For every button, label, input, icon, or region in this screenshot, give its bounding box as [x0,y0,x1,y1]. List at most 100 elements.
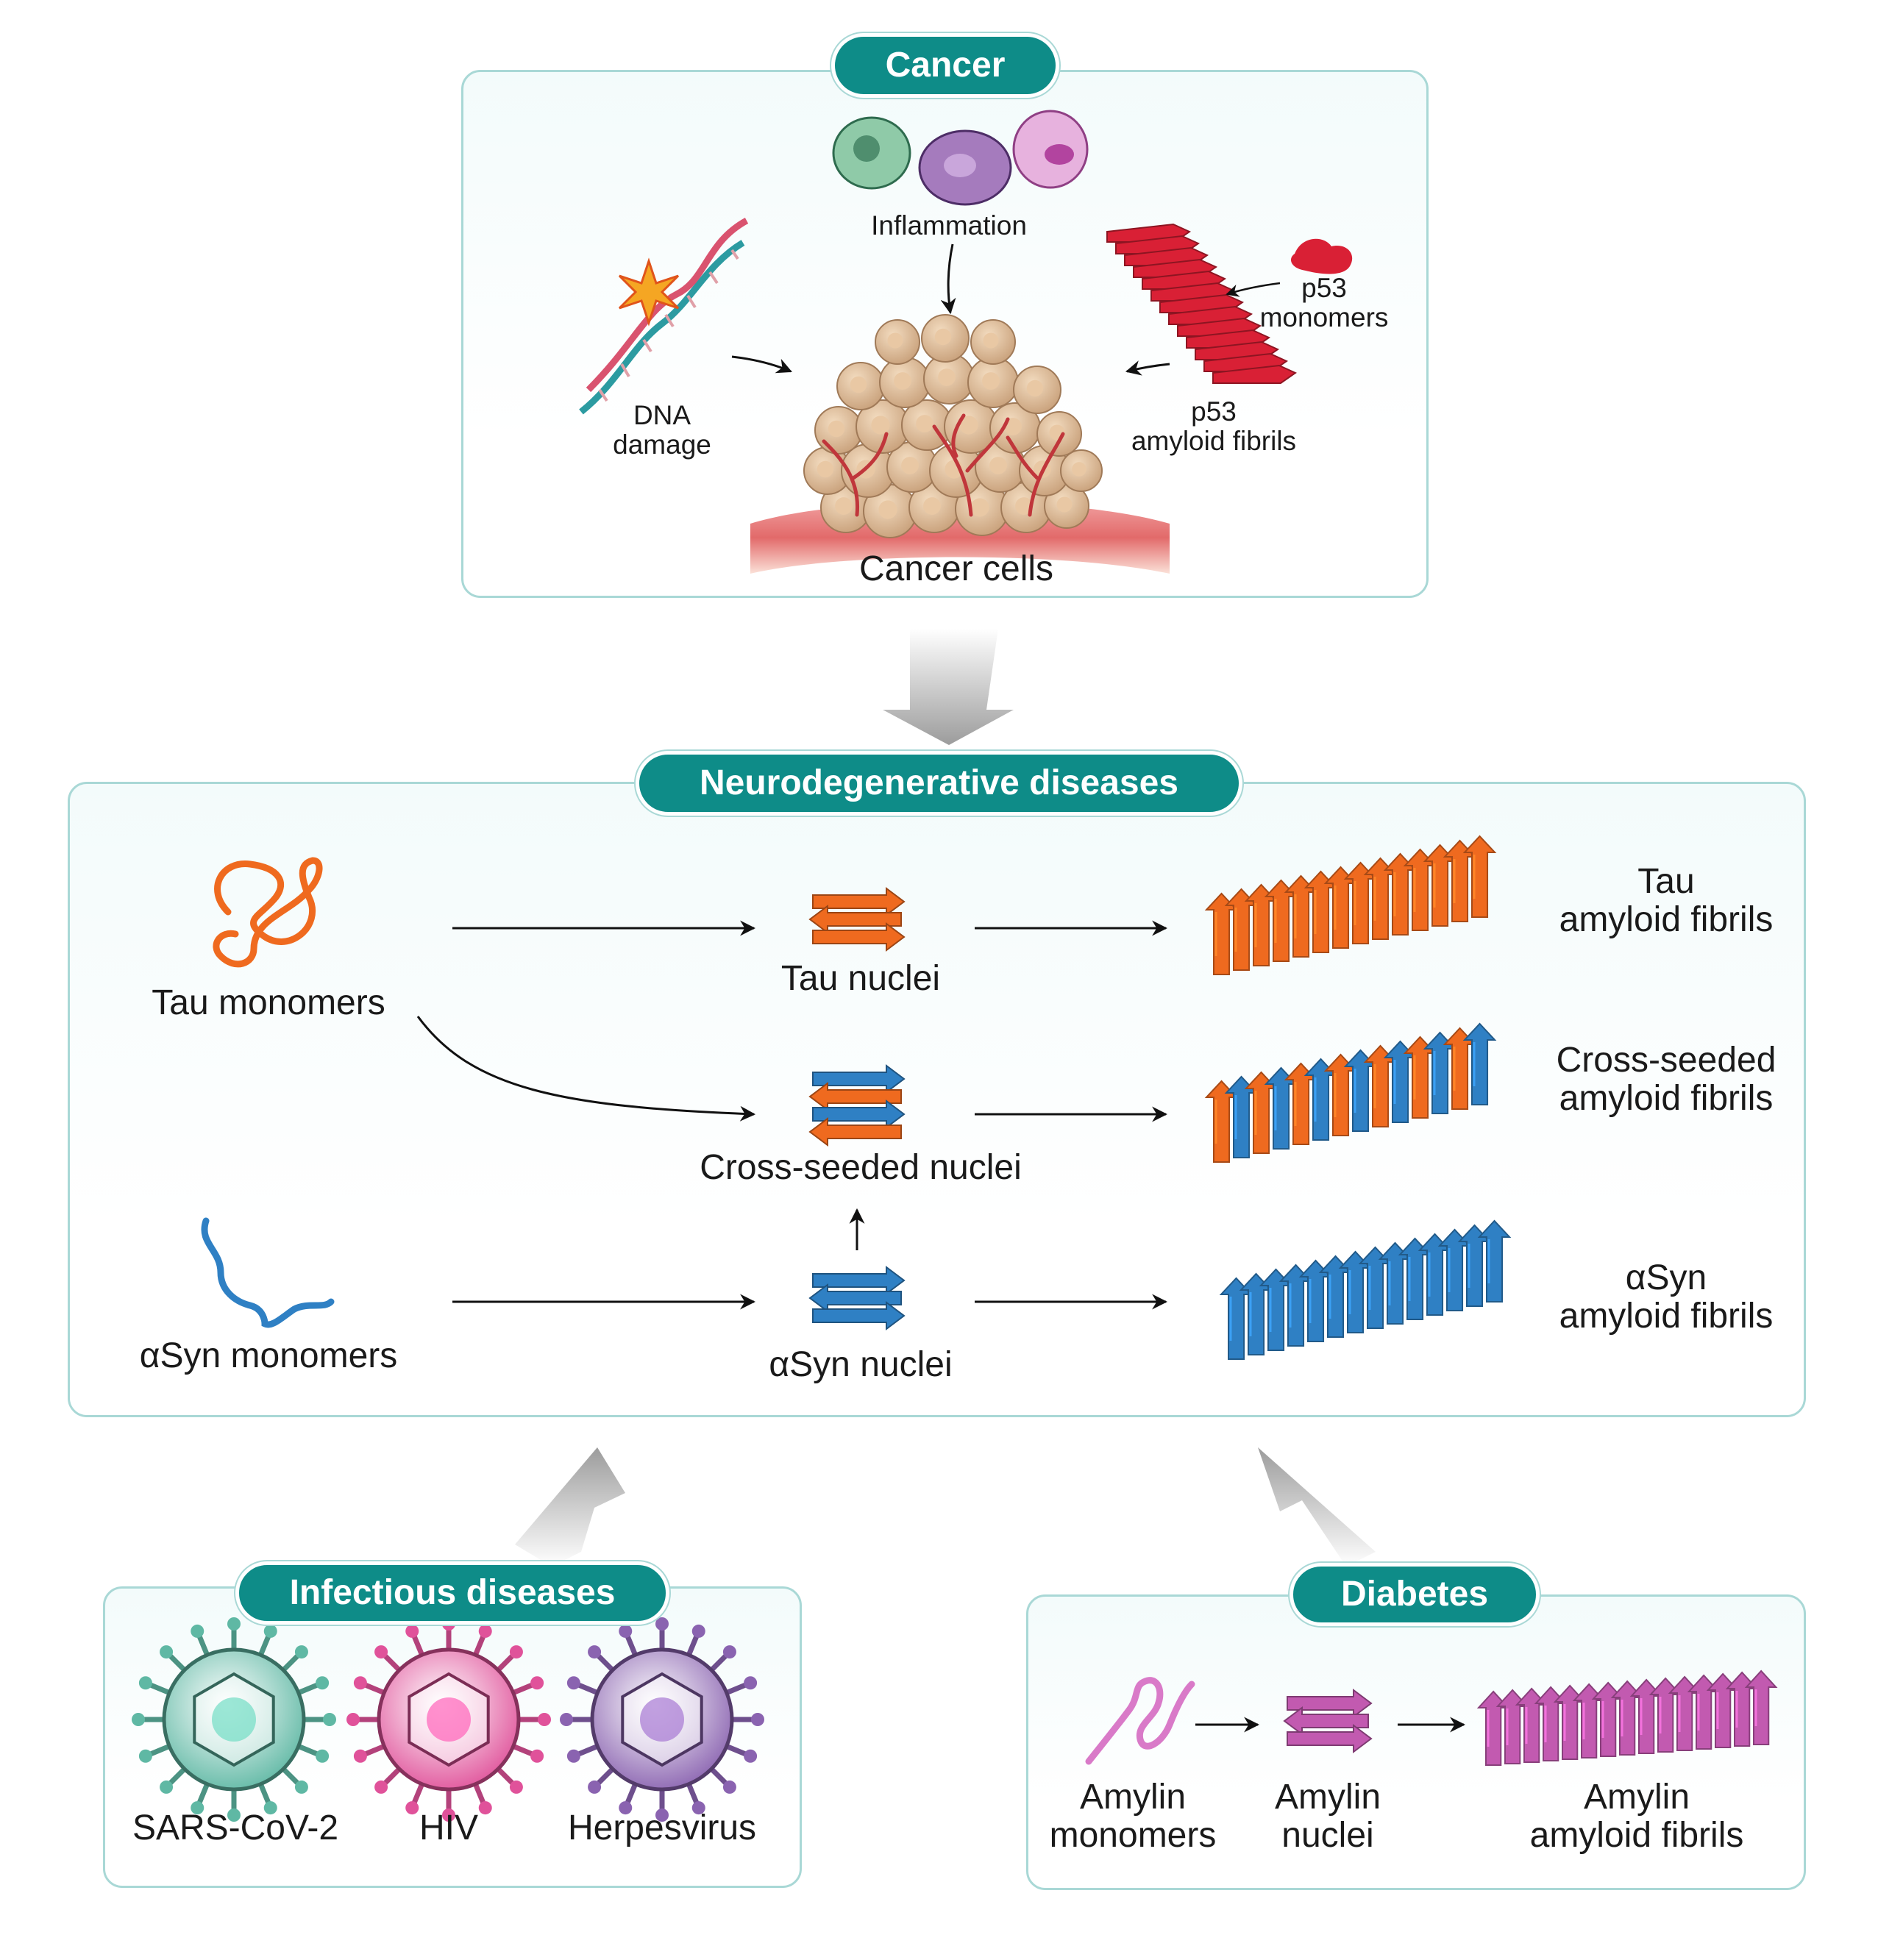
tumor-cell-nucleus [970,498,989,517]
tumor-cell-nucleus [878,500,897,519]
p53-monomers-line-2: monomers [1259,302,1389,332]
tumor-cell-nucleus [959,416,978,435]
fibril-strand [1629,1678,1663,1754]
tumor-cell-nucleus [916,415,933,432]
amylin-nuclei-label: Amylin nuclei [1243,1778,1412,1855]
tumor-cell-nucleus [989,457,1007,474]
virus-spike-tip [442,1808,455,1822]
amylin-fibrils-label: Amylin amyloid fibrils [1493,1778,1780,1855]
virus-spike-tip [374,1645,388,1659]
virus-spike-tip [323,1713,336,1726]
tumor-cell-nucleus [871,416,890,435]
inflammation-cells-icon [832,110,1089,206]
tumor-cell-nucleus [982,372,1000,390]
virus-spike-tip [353,1676,367,1690]
cross-fibrils-line-2: amyloid fibrils [1559,1078,1774,1118]
virus-spike-tip [294,1780,308,1794]
virus-spike-tip [138,1676,152,1690]
asyn-fibrils-line-1: αSyn [1625,1258,1707,1297]
infectious-title: Infectious diseases [289,1573,616,1612]
cross-nuclei-label: Cross-seeded nuclei [700,1148,1022,1187]
p53-fibrils-label: p53 amyloid fibrils [1103,397,1324,456]
fibril-strand [1668,1675,1701,1751]
virus-spike-tip [538,1713,551,1726]
virus-spike-tip [478,1624,492,1638]
virus-spike-tip [509,1645,523,1659]
tau-fibrils-line-2: amyloid fibrils [1559,899,1774,939]
diabetes-badge: Diabetes [1290,1563,1540,1626]
virus-spike-tip [263,1624,277,1638]
virus-spike-tip [405,1624,419,1638]
dna-helix-icon [579,218,749,415]
virus-spike-tip [566,1676,580,1690]
virus-spike-tip [405,1801,419,1815]
virus-spike-tip [691,1624,705,1638]
fibril-strand [1462,1022,1497,1105]
fibril-strand [1725,1671,1759,1747]
tau-nucleus-icon [808,887,906,952]
inflammation-label: Inflammation [871,210,1027,240]
fibril-strand [1610,1680,1644,1756]
tumor-cell-nucleus [901,457,919,474]
p53-fibrils-line-2: amyloid fibrils [1131,425,1297,456]
sars-cov-2-virus-icon [132,1617,336,1822]
asyn-nuclei-label: αSyn nuclei [769,1345,953,1384]
cancer-title: Cancer [885,46,1006,85]
virus-label-sars: SARS-CoV-2 [132,1808,339,1847]
virus-spike-tip [227,1617,241,1631]
virus-spike-tip [509,1780,523,1794]
virus-core [212,1697,256,1742]
virus-spike-tip [316,1749,330,1763]
cross-seeded-nucleus-icon [808,1064,906,1147]
p53-monomers-label: p53 monomers [1236,274,1412,332]
fibril-strand [1648,1677,1682,1753]
virus-spike-tip [160,1645,174,1659]
tumor-cell-nucleus [934,328,952,346]
tumor-cell-nucleus [828,420,845,438]
neuro-badge: Neurodegenerative diseases [636,751,1242,816]
fibril-strand [1476,1690,1510,1766]
flow-arrow-cancer-to-neuro [883,629,1014,745]
fibril-strand [1572,1683,1606,1758]
tumor-cell-nucleus [983,332,999,349]
amylin-nuclei-line-2: nuclei [1281,1815,1374,1855]
amylin-fibril-icon [1476,1669,1778,1766]
neuro-title: Neurodegenerative diseases [700,763,1178,802]
virus-spike-tip [353,1749,367,1763]
nucleus-strand [812,922,906,952]
fibril-strand [1462,835,1497,918]
asyn-monomer-icon [201,1217,335,1328]
amylin-monomers-line-1: Amylin [1079,1778,1187,1817]
herpesvirus-icon [560,1617,764,1822]
asyn-nucleus-icon [808,1266,906,1330]
virus-spike-tip [346,1713,360,1726]
fibril-strand [1477,1219,1512,1302]
virus-spike-tip [191,1801,204,1815]
virus-spike-tip [588,1645,602,1659]
virus-spike-tip [655,1617,669,1631]
amylin-nuclei-line-1: Amylin [1274,1778,1381,1817]
nucleus-strand [808,1117,902,1147]
cancer-badge: Cancer [831,33,1059,98]
tau-monomers-label: Tau monomers [152,983,385,1022]
tau-fibrils-label: Tau amyloid fibrils [1530,863,1802,939]
fibril-strand [1687,1674,1721,1750]
virus-label-hiv: HIV [419,1808,478,1847]
tau-fibril-icon [1204,835,1497,975]
tumor-cell-nucleus [894,372,911,390]
virus-spike-tip [619,1624,633,1638]
amylin-monomer-icon [1085,1677,1195,1765]
cancer-cells-label: Cancer cells [858,549,1054,588]
p53-fibril-icon [1106,223,1298,384]
infectious-badge: Infectious diseases [235,1561,669,1625]
virus-spike-tip [588,1780,602,1794]
p53-monomer-icon [1291,238,1353,274]
amylin-fibrils-line-1: Amylin [1583,1778,1690,1817]
nucleus-strand [1287,1724,1373,1753]
fibril-strand [1515,1687,1548,1763]
virus-spike-tip [374,1780,388,1794]
virus-spike-tip [560,1713,573,1726]
virus-spike-tip [722,1645,736,1659]
tumor-cell-nucleus [850,376,867,393]
hiv-virus-icon [346,1617,551,1822]
